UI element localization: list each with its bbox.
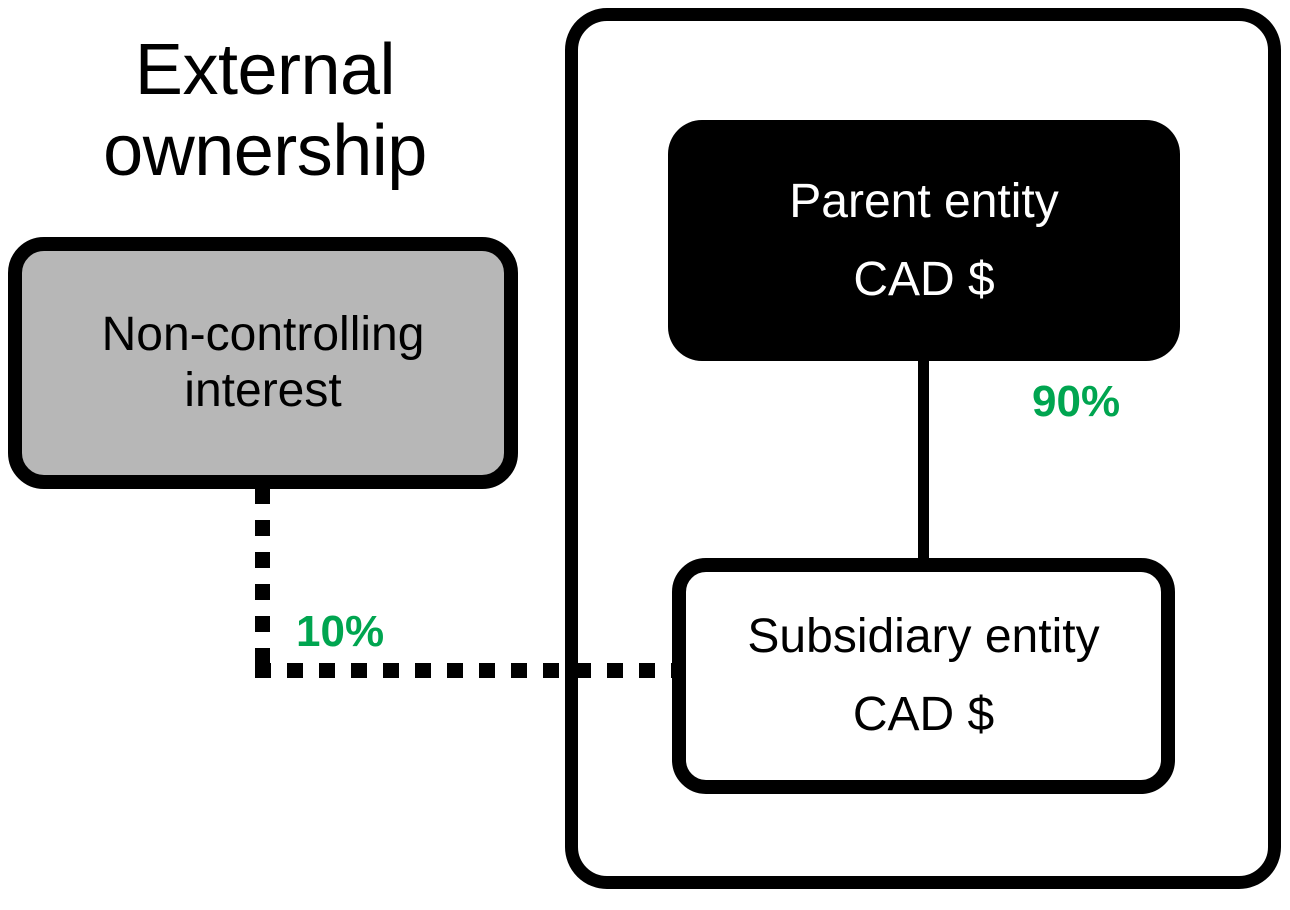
subsidiary-entity-node[interactable]: Subsidiary entity CAD $ — [672, 558, 1175, 794]
parent-entity-label: Parent entity — [789, 174, 1059, 228]
subsidiary-entity-currency: CAD $ — [852, 688, 995, 741]
parent-entity-node[interactable]: Parent entity CAD $ — [668, 120, 1180, 361]
external-ownership-title: External ownership — [10, 30, 520, 191]
non-controlling-interest-label-line-1: Non-controlling — [101, 308, 425, 361]
connector-parent-to-subsidiary — [918, 358, 929, 563]
non-controlling-interest-label-line-2: interest — [184, 364, 342, 417]
non-controlling-interest-node[interactable]: Non-controlling interest — [8, 237, 518, 489]
parent-entity-currency: CAD $ — [853, 252, 995, 306]
connector-nci-to-subsidiary-horizontal — [255, 663, 675, 678]
ownership-percentage-nci: 10% — [296, 607, 385, 656]
connector-nci-to-subsidiary-vertical — [255, 488, 270, 678]
external-ownership-title-line-2: ownership — [103, 110, 427, 191]
external-ownership-title-line-1: External — [134, 30, 396, 110]
ownership-percentage-parent: 90% — [1032, 377, 1121, 426]
subsidiary-entity-label: Subsidiary entity — [747, 610, 1100, 663]
